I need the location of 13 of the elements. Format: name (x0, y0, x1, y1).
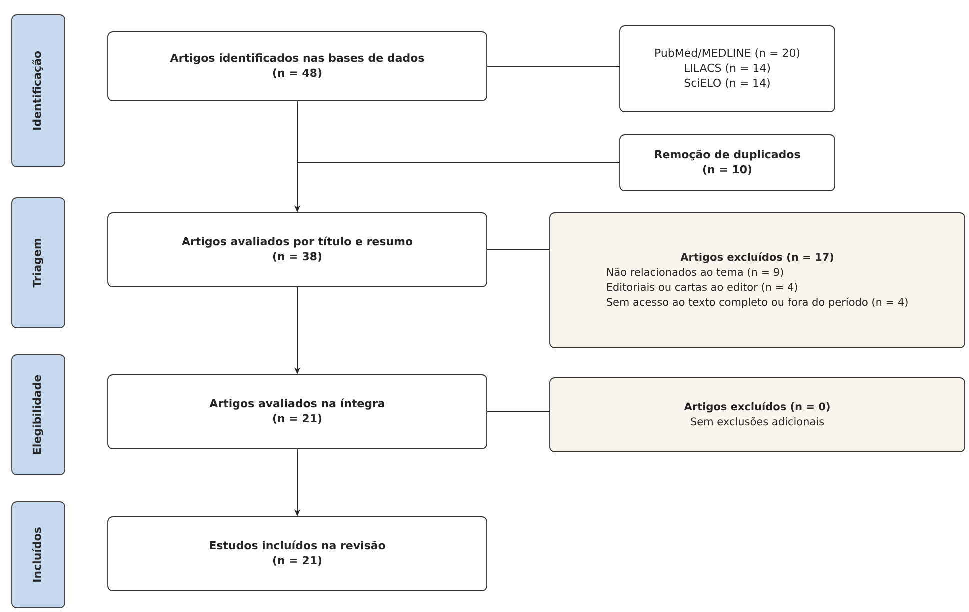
exclusion-box: Artigos excluídos (n = 17) Não relacionados ao tema (n = 9) Editoriais ou cartas ao editor (n = 4) Sem acesso ao texto completo ou fora do período (n = 4) (550, 212, 966, 348)
phase-label: Triagem (12, 198, 66, 328)
phase-label: Identificação (12, 14, 66, 168)
process-box: Artigos avaliados na íntegra (n = 21) (108, 374, 488, 450)
process-box: PubMed/MEDLINE (n = 20) LILACS (n = 14) SciELO (n = 14) (620, 26, 836, 112)
process-box: Artigos identificados nas bases de dados (n = 48) (108, 32, 488, 102)
process-box: Remoção de duplicados (n = 10) (620, 134, 836, 192)
phase-label: Incluídos (12, 502, 66, 608)
process-box: Artigos avaliados por título e resumo (n = 38) (108, 212, 488, 288)
phase-label: Elegibilidade (12, 354, 66, 476)
process-box: Estudos incluídos na revisão (n = 21) (108, 516, 488, 592)
connector-line (486, 66, 620, 67)
exclusion-box: Artigos excluídos (n = 0) Sem exclusões adicionais (550, 378, 966, 452)
